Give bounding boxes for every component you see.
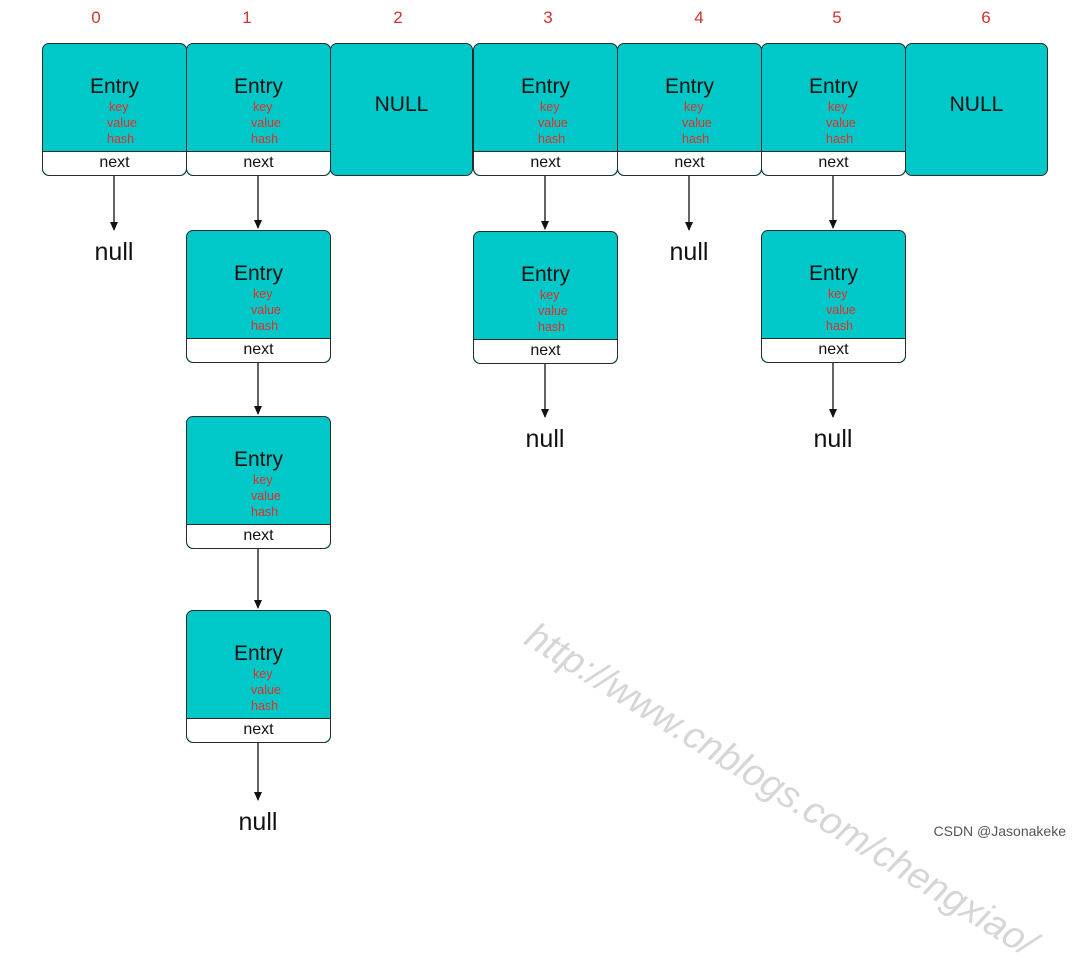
- next-pointer: next: [187, 524, 330, 548]
- next-pointer: next: [187, 718, 330, 742]
- bucket-slot-4-entry: Entry key value hash next: [617, 43, 762, 176]
- chain-entry-3-1: Entry key value hash next: [473, 231, 618, 364]
- null-terminator-0: null: [94, 238, 134, 266]
- bucket-slot-0-entry: Entry key value hash next: [42, 43, 187, 176]
- field-hash: hash: [826, 319, 854, 333]
- field-value: value: [251, 683, 281, 697]
- bucket-slot-2-null: NULL: [330, 43, 473, 176]
- field-hash: hash: [538, 320, 566, 334]
- entry-title: Entry: [233, 262, 283, 285]
- null-terminator-3: null: [525, 425, 565, 453]
- field-key: key: [253, 100, 273, 114]
- chain-entry-1-1: Entry key value hash next: [186, 230, 331, 363]
- field-value: value: [107, 116, 137, 130]
- field-value: value: [251, 489, 281, 503]
- next-pointer: next: [187, 151, 330, 175]
- chain-entry-1-2: Entry key value hash next: [186, 416, 331, 549]
- entry-title: Entry: [233, 642, 283, 665]
- next-pointer: next: [762, 151, 905, 175]
- null-slot-label: NULL: [949, 92, 1004, 116]
- arrow-layer: [110, 176, 837, 801]
- field-hash: hash: [826, 132, 854, 146]
- field-key: key: [253, 667, 273, 681]
- bucket-index-1: 1: [242, 8, 252, 27]
- entry-title: Entry: [89, 75, 139, 98]
- null-slot-label: NULL: [374, 92, 429, 116]
- bucket-index-3: 3: [543, 8, 553, 27]
- field-key: key: [540, 288, 560, 302]
- field-key: key: [828, 287, 848, 301]
- field-hash: hash: [107, 132, 135, 146]
- entry-title: Entry: [808, 75, 858, 98]
- next-pointer: next: [474, 339, 617, 363]
- entry-title: Entry: [520, 75, 570, 98]
- entry-title: Entry: [233, 75, 283, 98]
- bucket-index-5: 5: [832, 8, 842, 27]
- bucket-slot-6-null: NULL: [905, 43, 1048, 176]
- entry-title: Entry: [520, 263, 570, 286]
- field-value: value: [826, 116, 856, 130]
- bucket-index-6: 6: [981, 8, 991, 27]
- bucket-slot-1-entry: Entry key value hash next: [186, 43, 331, 176]
- field-key: key: [828, 100, 848, 114]
- entry-title: Entry: [664, 75, 714, 98]
- null-terminator-4: null: [669, 238, 709, 266]
- field-value: value: [538, 116, 568, 130]
- field-value: value: [682, 116, 712, 130]
- field-hash: hash: [251, 699, 279, 713]
- field-hash: hash: [538, 132, 566, 146]
- field-hash: hash: [251, 319, 279, 333]
- hashmap-diagram: http://www.cnblogs.com/chengxiao/ CSDN @…: [42, 8, 1067, 965]
- field-hash: hash: [251, 505, 279, 519]
- chain-entry-5-1: Entry key value hash next: [761, 230, 906, 363]
- field-key: key: [684, 100, 704, 114]
- field-value: value: [251, 303, 281, 317]
- field-key: key: [253, 473, 273, 487]
- credit-text: CSDN @Jasonakeke: [933, 823, 1067, 839]
- next-pointer: next: [762, 338, 905, 362]
- field-value: value: [538, 304, 568, 318]
- next-pointer: next: [43, 151, 186, 175]
- bucket-slot-3-entry: Entry key value hash next: [473, 43, 618, 176]
- field-key: key: [109, 100, 129, 114]
- field-value: value: [251, 116, 281, 130]
- bucket-slot-5-entry: Entry key value hash next: [761, 43, 906, 176]
- bucket-index-4: 4: [694, 8, 704, 27]
- field-key: key: [540, 100, 560, 114]
- entry-title: Entry: [233, 448, 283, 471]
- next-pointer: next: [187, 338, 330, 362]
- field-hash: hash: [251, 132, 279, 146]
- null-terminator-5: null: [813, 425, 853, 453]
- next-pointer: next: [474, 151, 617, 175]
- bucket-index-0: 0: [91, 8, 101, 27]
- next-pointer: next: [618, 151, 761, 175]
- entry-title: Entry: [808, 262, 858, 285]
- field-value: value: [826, 303, 856, 317]
- bucket-index-2: 2: [393, 8, 403, 27]
- field-hash: hash: [682, 132, 710, 146]
- null-terminator-1: null: [238, 808, 278, 836]
- chain-entry-1-3: Entry key value hash next: [186, 610, 331, 743]
- field-key: key: [253, 287, 273, 301]
